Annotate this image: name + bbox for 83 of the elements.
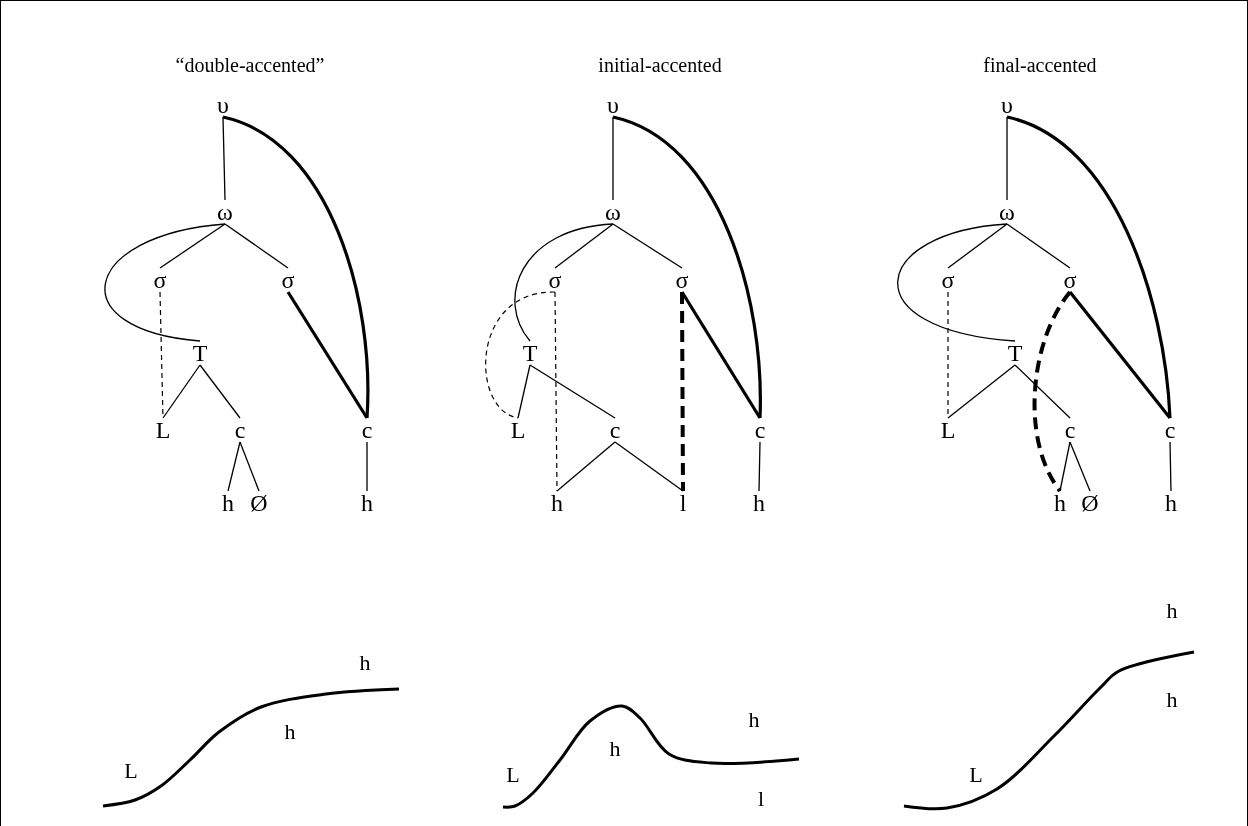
association-line bbox=[1169, 441, 1172, 492]
association-line bbox=[104, 223, 226, 342]
tone-label: L bbox=[506, 762, 520, 788]
tree-node-label: c bbox=[1060, 418, 1080, 442]
tree-node-label: σ bbox=[672, 268, 692, 292]
dashed-association-line bbox=[554, 291, 558, 492]
association-line bbox=[947, 364, 1016, 419]
association-line bbox=[1068, 291, 1172, 419]
association-line bbox=[366, 441, 368, 492]
tree-node-label: υ bbox=[997, 93, 1017, 117]
association-line bbox=[897, 223, 1016, 342]
tree-node-label: c bbox=[750, 418, 770, 442]
association-line bbox=[554, 223, 614, 269]
panel-heading: initial-accented bbox=[598, 53, 722, 77]
tree-node-label: Ø bbox=[1080, 491, 1100, 515]
tree-node-label: υ bbox=[603, 93, 623, 117]
tree-node-label: h bbox=[547, 491, 567, 515]
association-line bbox=[199, 364, 241, 419]
panel-heading: final-accented bbox=[983, 53, 1097, 77]
tree-node-label: l bbox=[673, 491, 693, 515]
tree-node-label: c bbox=[230, 418, 250, 442]
tree-node-label: ω bbox=[603, 200, 623, 224]
association-line bbox=[612, 116, 614, 201]
tree-node-label: ω bbox=[997, 200, 1017, 224]
tree-node-label: T bbox=[520, 341, 540, 365]
tree-node-label: L bbox=[153, 418, 173, 442]
tree-node-label: L bbox=[938, 418, 958, 442]
tone-label: h bbox=[284, 719, 296, 745]
association-line bbox=[529, 364, 616, 419]
tree-node-label: c bbox=[357, 418, 377, 442]
dashed-association-line bbox=[485, 291, 556, 419]
association-line bbox=[286, 291, 369, 419]
association-line bbox=[517, 364, 531, 419]
association-line bbox=[224, 223, 289, 269]
tree-node-label: σ bbox=[150, 268, 170, 292]
tone-label: h bbox=[1166, 598, 1178, 624]
tree-node-label: h bbox=[357, 491, 377, 515]
tree-node-label: h bbox=[749, 491, 769, 515]
association-line bbox=[612, 115, 762, 418]
association-line bbox=[758, 441, 761, 492]
association-line bbox=[159, 223, 226, 269]
tree-node-label: c bbox=[1160, 418, 1180, 442]
tone-label: l bbox=[757, 786, 765, 812]
tone-label: L bbox=[124, 758, 138, 784]
association-line bbox=[222, 116, 226, 201]
tone-label: h bbox=[359, 650, 371, 676]
association-line bbox=[1059, 441, 1071, 492]
association-line bbox=[1014, 364, 1071, 419]
tree-node-label: υ bbox=[213, 93, 233, 117]
association-line bbox=[1069, 441, 1091, 492]
dashed-association-line bbox=[1032, 290, 1072, 493]
tone-label: h bbox=[748, 707, 760, 733]
tree-node-label: h bbox=[1161, 491, 1181, 515]
association-line bbox=[1006, 223, 1071, 269]
tone-label: L bbox=[969, 762, 983, 788]
panel-heading: “double-accented” bbox=[175, 53, 325, 77]
association-line bbox=[227, 441, 241, 492]
tree-node-label: σ bbox=[1060, 268, 1080, 292]
association-line bbox=[1006, 115, 1172, 419]
tree-node-label: σ bbox=[938, 268, 958, 292]
tree-node-label: L bbox=[508, 418, 528, 442]
tree-node-label: σ bbox=[278, 268, 298, 292]
tree-node-label: h bbox=[1050, 491, 1070, 515]
tree-node-label: c bbox=[605, 418, 625, 442]
association-line bbox=[556, 441, 616, 492]
association-line bbox=[612, 223, 683, 269]
dashed-association-line bbox=[680, 292, 685, 491]
association-line bbox=[514, 223, 614, 342]
tree-node-label: h bbox=[218, 491, 238, 515]
tree-node-label: σ bbox=[545, 268, 565, 292]
tree-node-label: T bbox=[1005, 341, 1025, 365]
association-line bbox=[614, 441, 684, 492]
association-line bbox=[680, 291, 762, 419]
association-line bbox=[1006, 116, 1008, 201]
association-line bbox=[947, 223, 1008, 269]
tree-node-label: ω bbox=[215, 200, 235, 224]
tone-label: h bbox=[609, 736, 621, 762]
association-line bbox=[162, 364, 201, 419]
tone-label: h bbox=[1166, 687, 1178, 713]
tree-node-label: Ø bbox=[249, 491, 269, 515]
association-line bbox=[239, 441, 260, 492]
tree-node-label: T bbox=[190, 341, 210, 365]
association-line bbox=[222, 115, 370, 419]
